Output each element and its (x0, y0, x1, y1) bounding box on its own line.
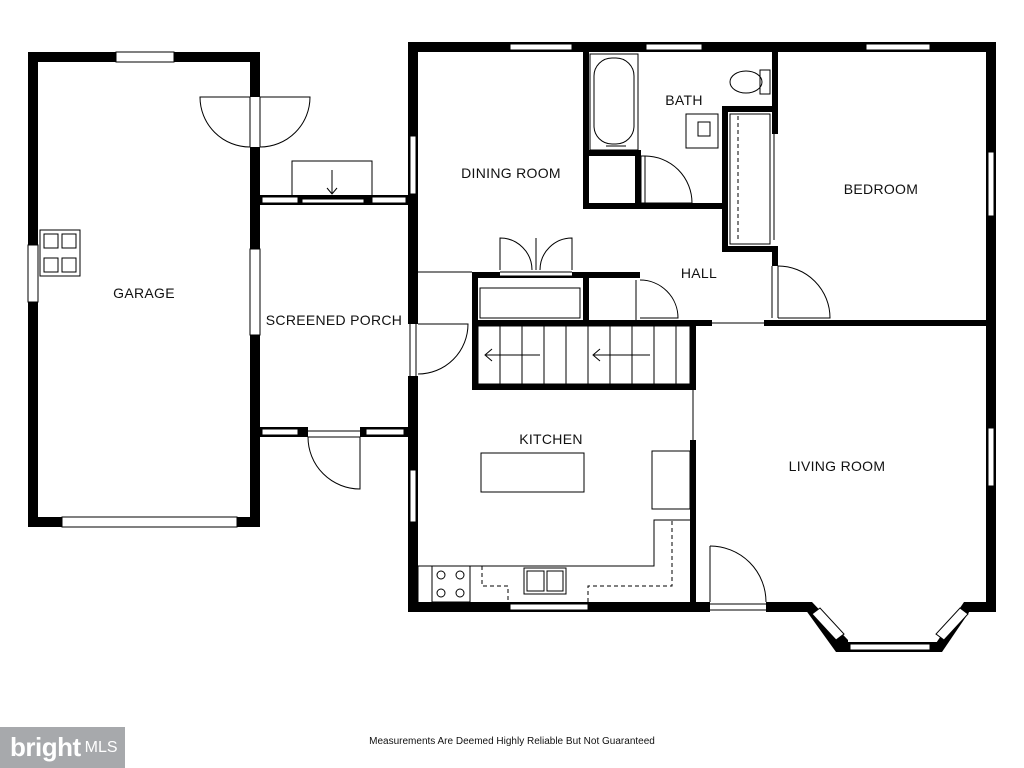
floor-plan: GARAGE SCREENED PORCH DINING ROOM BATH B… (27, 42, 996, 652)
closet-wall-left (722, 106, 728, 252)
kitchen-window-bottom (509, 603, 589, 611)
closet-wall-top (722, 106, 778, 112)
stair-closet-divider (583, 272, 589, 326)
porch-door (307, 427, 361, 490)
dining-window-left (409, 135, 417, 195)
logo-suffix: MLS (84, 738, 118, 756)
bath-wall-right (772, 52, 778, 112)
stair-closet-mid (472, 320, 642, 326)
kitchen-island (480, 452, 585, 493)
garage-label: GARAGE (113, 285, 175, 301)
porch-screen-top-left (261, 196, 299, 204)
garage-window-top (115, 51, 175, 63)
porch-screen-bottom-right (365, 428, 405, 436)
front-door (709, 545, 767, 612)
garage-window-left (27, 244, 39, 303)
bedroom-wall-bottom (764, 320, 996, 326)
bath-sink (685, 113, 719, 149)
kitchen-stove (431, 565, 471, 603)
stair-closet-left (472, 272, 478, 390)
stairs (477, 325, 691, 385)
dining-window-top (509, 43, 573, 51)
stair-closet-shelf (479, 287, 581, 319)
dining-room-label: DINING ROOM (461, 165, 561, 181)
kitchen-counter (417, 519, 690, 602)
bathtub (589, 53, 639, 151)
bay-window (800, 602, 976, 652)
dining-closet-doors (499, 237, 573, 277)
toilet (729, 69, 771, 95)
kitchen-sink (523, 567, 567, 595)
screened-porch-label: SCREENED PORCH (266, 312, 402, 328)
garage-appliance (39, 229, 81, 277)
bath-wall-bottom (583, 203, 725, 209)
bedroom-label: BEDROOM (844, 181, 918, 197)
hall-wall-bottom (640, 320, 712, 326)
linen-closet (729, 113, 775, 245)
bedroom-wall-left (772, 112, 778, 134)
bedroom-door (771, 265, 831, 319)
bath-window-top (645, 43, 703, 51)
hall-closet-door (634, 279, 679, 320)
bath-wall-left (583, 52, 589, 208)
porch-steps (291, 160, 373, 198)
porch-screen-bottom-left (261, 428, 299, 436)
shower-wall-right (635, 150, 641, 208)
porch-screen-top-right (371, 196, 407, 204)
bedroom-window-top (865, 43, 931, 51)
bedroom-window-right (987, 151, 995, 217)
kitchen-window-left (409, 469, 417, 523)
logo-brand: bright (10, 732, 81, 762)
bright-mls-logo: bright MLS (0, 727, 125, 768)
kitchen-porch-door (408, 323, 469, 376)
kitchen-label: KITCHEN (519, 431, 583, 447)
garage-double-door (199, 96, 311, 148)
measurement-disclaimer: Measurements Are Deemed Highly Reliable … (369, 736, 655, 747)
garage-window-right (249, 248, 261, 336)
kitchen-fridge (651, 450, 691, 510)
living-window-right (987, 427, 995, 487)
garage-door-bottom (61, 516, 238, 528)
stair-right-wall (690, 320, 696, 390)
closet-wall-bottom (722, 246, 778, 252)
porch-screen-top-mid (301, 198, 365, 204)
living-room-label: LIVING ROOM (789, 458, 886, 474)
bath-label: BATH (665, 92, 703, 108)
bedroom-wall-left-lower (772, 252, 778, 266)
hall-label: HALL (681, 265, 717, 281)
stair-bottom-wall (472, 384, 696, 390)
house-walls (408, 42, 996, 612)
shower-wall (583, 150, 641, 156)
living-kitchen-wall (690, 440, 696, 612)
bath-door (640, 155, 693, 204)
